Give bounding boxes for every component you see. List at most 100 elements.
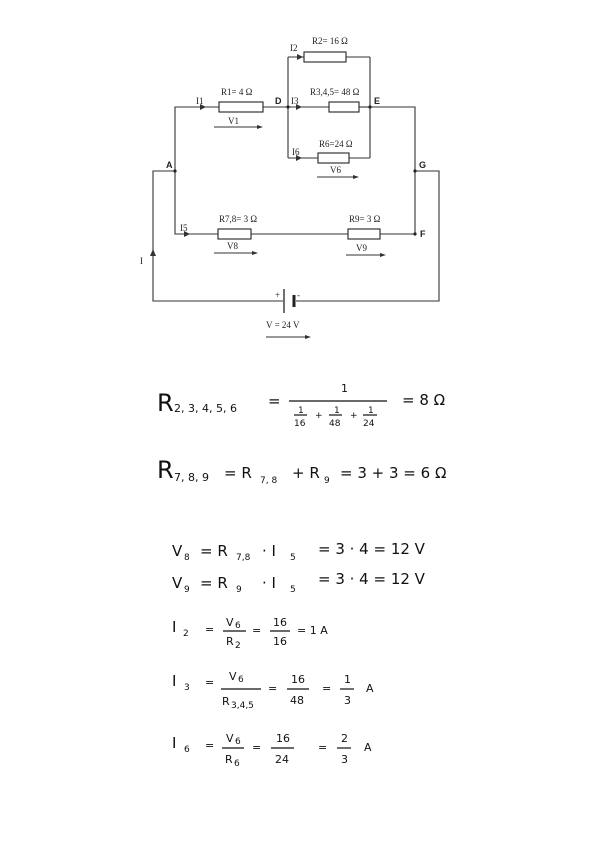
eq1-numerator: 1 [341, 382, 348, 395]
eq1-result: = 8 Ω [402, 391, 445, 409]
eq1-equals: = [268, 392, 281, 410]
handwritten-solution: R 2, 3, 4, 5, 6 = 1 1 16 + 1 48 + 1 24 =… [157, 382, 446, 769]
arrow-i5-icon [184, 231, 190, 237]
eq1-d2d: 48 [329, 419, 341, 429]
eq1-plus2: + [350, 411, 358, 421]
label-i3: I3 [291, 96, 299, 106]
eq3-bs: 7,8 [236, 553, 251, 563]
label-v8: V8 [227, 241, 238, 251]
label-i: I [140, 256, 143, 266]
eq6-d2: 48 [290, 694, 304, 707]
eq4-a: V [172, 574, 183, 592]
eq7-d3: 3 [341, 753, 348, 766]
label-i1: I1 [196, 96, 204, 106]
eq4-as: 9 [184, 585, 190, 595]
eq5-a: I [172, 618, 176, 636]
equation-i3: I 3 = V 6 R 3,4,5 = 16 48 = 1 3 A [172, 670, 374, 711]
eq1-lhs: R [157, 389, 174, 417]
eq2-tail: = 3 + 3 = 6 Ω [340, 464, 446, 482]
eq1-d2n: 1 [334, 406, 340, 416]
voltage-arrow-v9-icon [346, 253, 386, 257]
equation-i6: I 6 = V 6 R 6 = 16 24 = 2 3 A [172, 732, 372, 769]
eq7-dd: R [225, 753, 233, 766]
label-v1: V1 [228, 116, 239, 126]
label-i6: I6 [292, 147, 300, 157]
node-dot-e [368, 105, 372, 109]
label-r2: R2= 16 Ω [312, 36, 348, 46]
equation-r789: R 7, 8, 9 = R 7, 8 + R 9 = 3 + 3 = 6 Ω [157, 456, 446, 486]
eq6-d3: 3 [344, 694, 351, 707]
wire-e-to-g [370, 106, 416, 234]
eq4-bs: 9 [236, 585, 242, 595]
eq5-eq2: = [252, 624, 261, 637]
eq7-d2: 24 [275, 753, 289, 766]
label-r78: R7,8= 3 Ω [219, 214, 257, 224]
eq4-b: = R [200, 574, 228, 592]
voltage-arrow-v8-icon [214, 251, 258, 255]
eq6-n: V [229, 670, 237, 683]
eq3-a: V [172, 542, 183, 560]
label-r6: R6=24 Ω [319, 139, 353, 149]
eq6-eq2: = [268, 682, 277, 695]
eq6-as: 3 [184, 683, 190, 693]
label-i2: I2 [290, 43, 298, 53]
label-v6: V6 [330, 165, 341, 175]
eq7-eq3: = [318, 741, 327, 754]
resistor-r345 [328, 101, 360, 113]
equation-i2: I 2 = V 6 R 2 = 16 16 = 1 A [172, 616, 328, 651]
eq3-c: · I [262, 542, 276, 560]
eq5-n: V [226, 616, 234, 629]
voltage-arrow-v6-icon [317, 175, 359, 179]
node-label-d: D [275, 96, 282, 106]
eq5-ns: 6 [235, 621, 241, 631]
eq2-mid: + R [292, 464, 320, 482]
node-label-a: A [166, 160, 173, 170]
eq7-as: 6 [184, 745, 190, 755]
eq6-dd: R [222, 695, 230, 708]
node-dot-g [413, 169, 417, 173]
voltage-arrow-v1-icon [214, 125, 263, 129]
arrow-i3-icon [296, 104, 302, 110]
eq4-cs: 5 [290, 585, 296, 595]
eq3-cs: 5 [290, 553, 296, 563]
eq6-eq3: = [322, 682, 331, 695]
eq3-d: = 3 · 4 = 12 V [318, 540, 426, 558]
eq1-d3n: 1 [368, 406, 374, 416]
battery-voltage-label: V = 24 V [266, 320, 300, 330]
eq2-rhs: = R [224, 464, 252, 482]
eq6-ds: 3,4,5 [231, 701, 254, 711]
node-dot-a [173, 169, 177, 173]
node-dot-f [413, 232, 417, 236]
battery-plus: + [275, 290, 280, 300]
equation-v8: V 8 = R 7,8 · I 5 = 3 · 4 = 12 V [172, 540, 426, 563]
eq4-d: = 3 · 4 = 12 V [318, 570, 426, 588]
eq5-as: 2 [183, 629, 189, 639]
eq7-eq2: = [252, 741, 261, 754]
arrow-i-icon [150, 249, 156, 256]
eq6-unit: A [366, 682, 374, 695]
eq7-ns: 6 [235, 737, 241, 747]
eq7-unit: A [364, 741, 372, 754]
wire-top-left [174, 106, 219, 171]
equation-v9: V 9 = R 9 · I 5 = 3 · 4 = 12 V [172, 570, 426, 595]
eq4-c: · I [262, 574, 276, 592]
circuit-diagram: R2= 16 Ω I2 R1= 4 Ω I1 D I3 R3,4,5= 48 Ω… [140, 36, 440, 339]
label-r1: R1= 4 Ω [221, 87, 253, 97]
eq5-dd: R [226, 635, 234, 648]
eq2-lhs: R [157, 456, 174, 484]
arrow-i1-icon [200, 104, 206, 110]
eq1-plus1: + [315, 411, 323, 421]
label-r9: R9= 3 Ω [349, 214, 381, 224]
label-v9: V9 [356, 243, 367, 253]
eq1-d1d: 16 [294, 419, 306, 429]
wire-bottom-branch [174, 171, 415, 235]
node-label-g: G [419, 160, 426, 170]
eq7-a: I [172, 734, 176, 752]
eq7-n: V [226, 732, 234, 745]
eq1-sub: 2, 3, 4, 5, 6 [174, 402, 237, 415]
eq2-sub3: 9 [324, 476, 330, 486]
eq7-eq: = [205, 739, 214, 752]
resistor-r78 [217, 228, 252, 240]
